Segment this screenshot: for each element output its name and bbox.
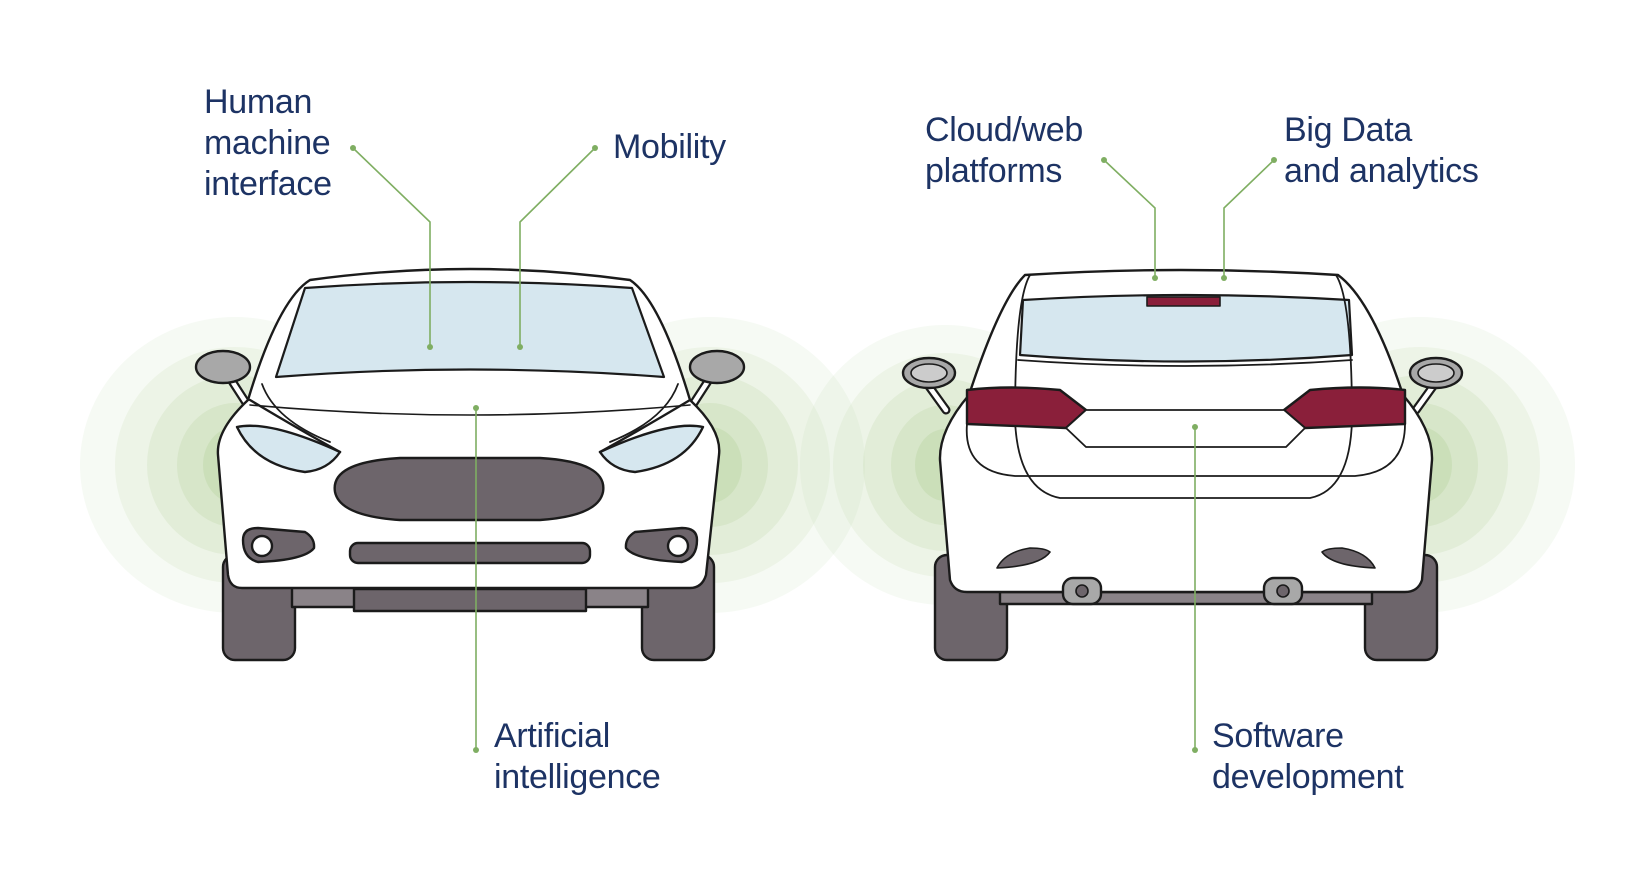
leader-line-cloud-web-platforms	[1103, 159, 1156, 278]
label-cloud-web-platforms: Cloud/web platforms	[925, 111, 1083, 190]
leader-line-human-machine-interface	[352, 147, 431, 347]
front-left-mirror	[194, 349, 252, 385]
car-rear-illustration	[901, 268, 1464, 662]
front-right-headlight	[598, 424, 705, 474]
front-left-headlight	[235, 424, 342, 474]
label-software-development: Software development	[1212, 717, 1404, 796]
label-artificial-intelligence: Artificial intelligence	[494, 717, 661, 796]
label-mobility: Mobility	[613, 128, 726, 166]
front-windshield	[274, 280, 666, 379]
front-left-fog-light	[250, 534, 274, 558]
front-right-mirror	[688, 349, 746, 385]
front-grille	[333, 456, 605, 522]
car-front-illustration	[194, 267, 746, 662]
label-human-machine-interface: Human machine interface	[204, 83, 332, 203]
leader-line-big-data-analytics	[1223, 159, 1275, 278]
leader-dots	[350, 145, 1277, 753]
label-big-data-analytics: Big Data and analytics	[1284, 111, 1479, 190]
front-right-fog-light	[666, 534, 690, 558]
leader-lines	[352, 147, 1275, 750]
third-brake-light	[1146, 296, 1221, 307]
rear-window	[1018, 293, 1354, 363]
leader-line-mobility	[519, 147, 596, 347]
license-plate-area	[1065, 409, 1306, 448]
front-lower-intake	[348, 541, 592, 565]
